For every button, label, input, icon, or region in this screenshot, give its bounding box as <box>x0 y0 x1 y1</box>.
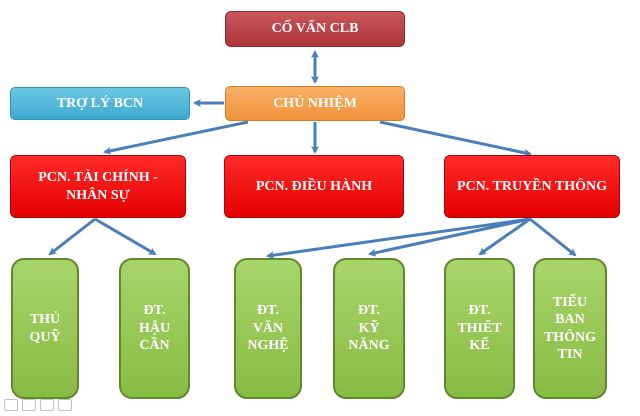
pen-icon[interactable] <box>22 399 36 411</box>
arrow-chair-vice3 <box>379 120 532 157</box>
team-skills-box: ĐT. KỸ NĂNG <box>333 258 405 399</box>
team-design-box: ĐT. THIẾT KẾ <box>444 258 515 399</box>
team-logistics-box: ĐT. HẬU CẦN <box>119 258 190 399</box>
menu-icon[interactable] <box>40 399 54 411</box>
team-treasury-box: THỦ QUỸ <box>11 258 79 399</box>
slide-toolbar <box>4 399 72 413</box>
vice-chair-communications-box: PCN. TRUYỀN THÔNG <box>444 155 620 218</box>
pointer-icon[interactable] <box>4 399 18 411</box>
arrow-vice3-team3 <box>266 217 531 260</box>
arrow-vice1-team1 <box>48 217 96 256</box>
team-arts-box: ĐT. VĂN NGHỆ <box>234 258 302 399</box>
arrow-vice1-team2 <box>94 217 157 256</box>
advisor-box: CỐ VẤN CLB <box>225 11 405 47</box>
arrow-vice3-team5 <box>478 217 531 256</box>
vice-chair-operations-box: PCN. ĐIỀU HÀNH <box>224 155 404 218</box>
arrow-vice3-team4 <box>368 217 531 257</box>
vice-chair-finance-hr-box: PCN. TÀI CHÍNH - NHÂN SỰ <box>10 155 186 218</box>
subcommittee-information-box: TIỂU BAN THÔNG TIN <box>533 258 607 399</box>
assistant-box: TRỢ LÝ BCN <box>10 87 190 120</box>
arrow-chair-vice1 <box>103 120 249 155</box>
next-slide-icon[interactable] <box>58 399 72 411</box>
chair-box: CHỦ NHIỆM <box>225 86 405 121</box>
arrow-vice3-team6 <box>529 217 577 257</box>
